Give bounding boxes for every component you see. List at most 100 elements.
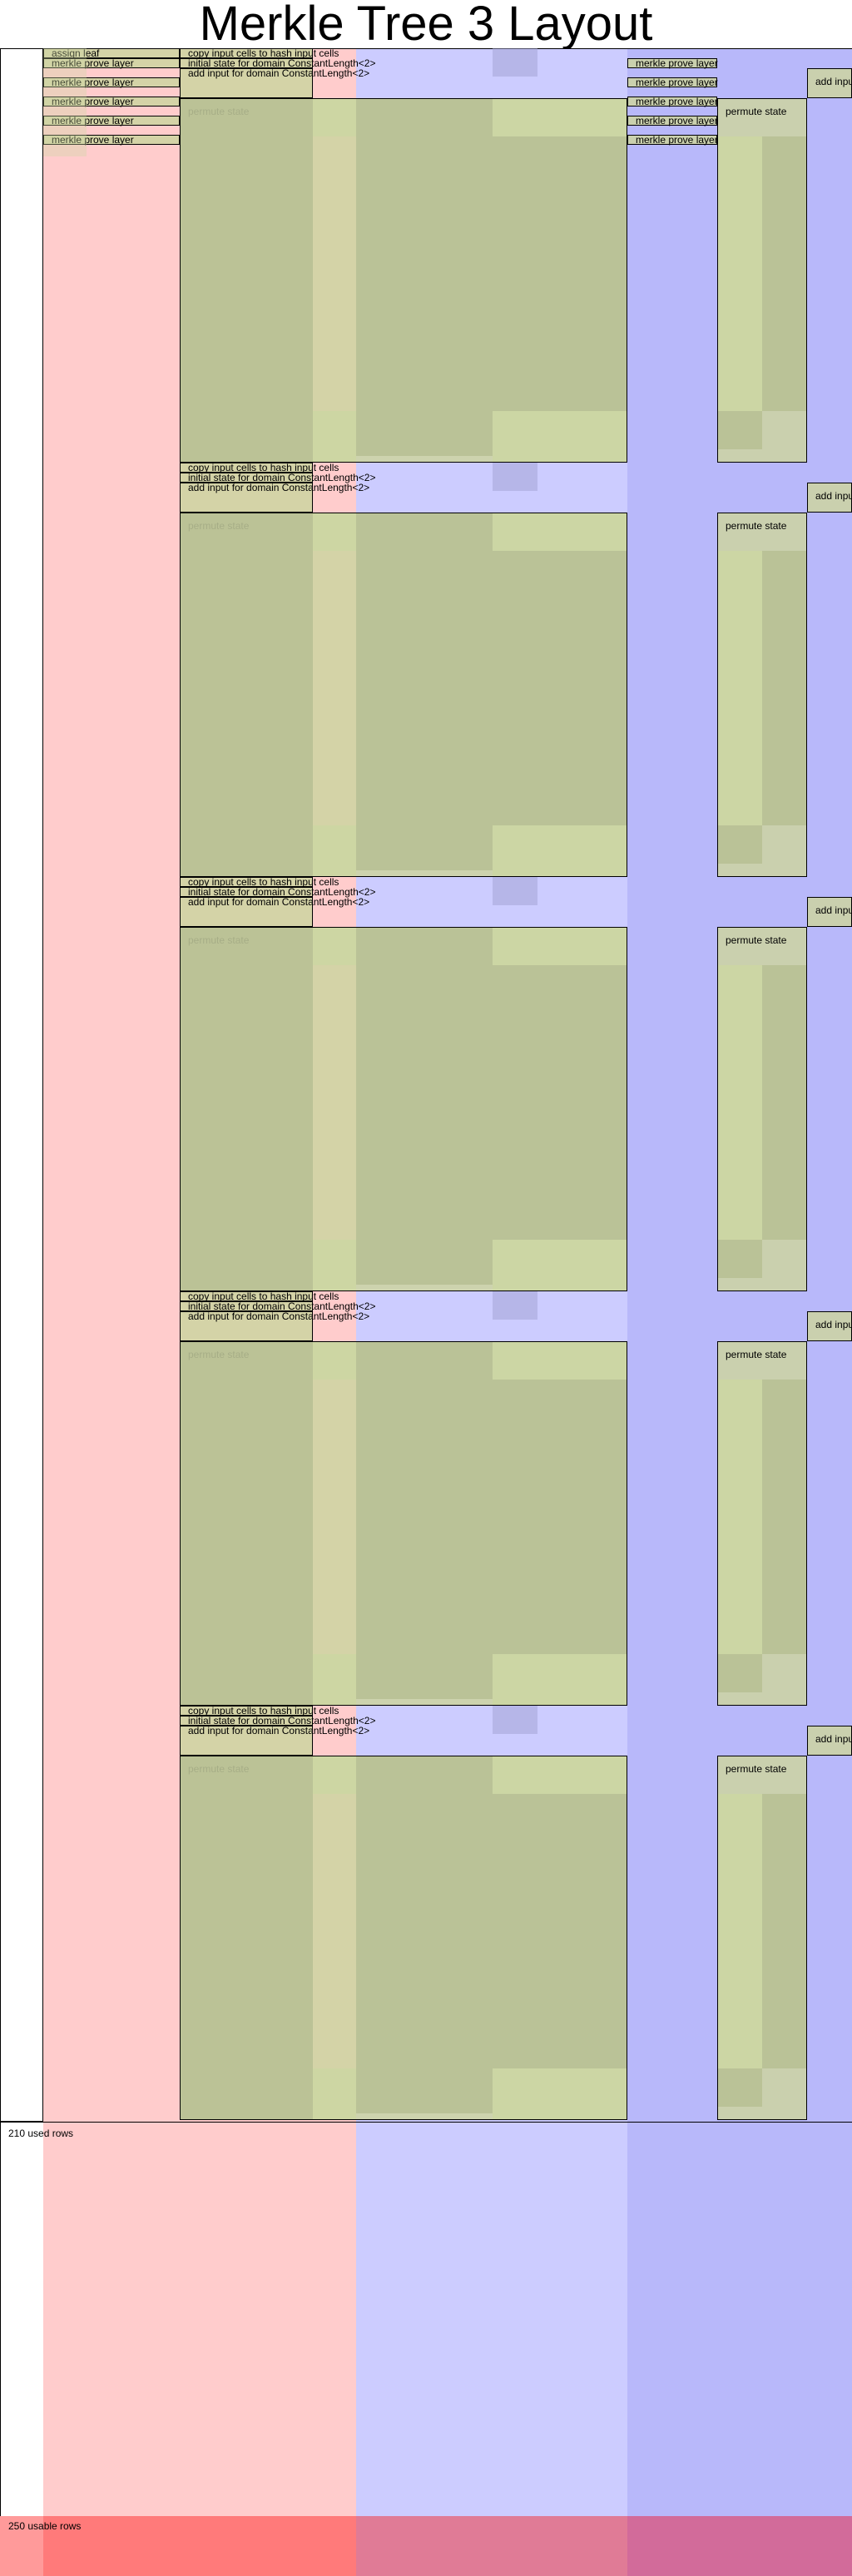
- diagram-title: Merkle Tree 3 Layout: [199, 0, 653, 51]
- copy-input-region: [180, 1291, 313, 1301]
- merkle-prove-layer-right: [627, 77, 717, 87]
- header-shade: [493, 1706, 537, 1734]
- unusable-column-c: [627, 2516, 852, 2576]
- permute-state-border: [180, 1341, 627, 1706]
- permute-inner-col: [493, 513, 627, 551]
- permute-right-inner: [717, 825, 762, 864]
- add-input-region: [180, 897, 313, 927]
- permute-inner-col: [313, 1341, 356, 1380]
- permute-inner-col: [356, 1756, 493, 2113]
- copy-input-region: [180, 463, 313, 473]
- permute-state-border: [180, 513, 627, 877]
- permute-right-inner: [717, 136, 762, 411]
- permute-inner-col: [493, 411, 627, 463]
- permute-inner-col: [313, 1240, 356, 1291]
- permute-state-border: [180, 1756, 627, 2120]
- merkle-prove-layer-label: merkle prove layer: [636, 134, 718, 146]
- permute-inner-col: [313, 513, 356, 551]
- add-input-right-label: add input: [815, 490, 852, 502]
- add-input-right-region: [807, 1726, 852, 1756]
- header-shade: [493, 1291, 537, 1320]
- merkle-prove-layer-left: [43, 77, 180, 87]
- block-divider: [180, 1290, 627, 1291]
- permute-state-right-label: permute state: [726, 520, 787, 532]
- add-input-right-label: add input: [815, 1319, 852, 1330]
- permute-state-right-border: [717, 513, 807, 877]
- permute-inner-col: [356, 513, 493, 870]
- permute-inner-col: [493, 1240, 627, 1291]
- merkle-prove-layer-label: merkle prove layer: [52, 77, 134, 88]
- permute-state-right-label: permute state: [726, 1349, 787, 1360]
- permute-right-inner: [717, 551, 762, 825]
- header-shade: [493, 463, 537, 491]
- initial-state-label: initial state for domain ConstantLength<…: [188, 1300, 376, 1312]
- left-gutter: [0, 48, 43, 2122]
- merkle-prove-layer-right: [627, 135, 717, 145]
- copy-input-label: copy input cells to hash input cells: [188, 1290, 339, 1302]
- copy-input-label: copy input cells to hash input cells: [188, 1705, 339, 1717]
- add-input-right-label: add input: [815, 904, 852, 916]
- permute-inner-col: [313, 927, 356, 965]
- copy-input-label: copy input cells to hash input cells: [188, 48, 339, 59]
- initial-state-region: [180, 887, 313, 897]
- add-input-label: add input for domain ConstantLength<2>: [188, 1725, 370, 1736]
- permute-inner-col: [313, 1654, 356, 1706]
- initial-state-label: initial state for domain ConstantLength<…: [188, 1715, 376, 1726]
- permute-inner-col: [493, 825, 627, 877]
- usable-rows-label: 250 usable rows: [8, 2520, 82, 2532]
- used-rows-line: [0, 2122, 852, 2123]
- merkle-prove-layer-left: [43, 97, 180, 107]
- permute-inner-col: [356, 1341, 493, 1699]
- permute-inner-col: [493, 551, 627, 825]
- permute-inner-col: [313, 1756, 356, 1794]
- initial-state-region: [180, 1716, 313, 1726]
- permute-right-inner: [717, 1240, 762, 1278]
- add-input-right-label: add input: [815, 1733, 852, 1745]
- permute-right-inner: [762, 136, 807, 411]
- merkle-prove-layer-right: [627, 97, 717, 107]
- initial-state-label: initial state for domain ConstantLength<…: [188, 886, 376, 898]
- copy-input-label: copy input cells to hash input cells: [188, 876, 339, 888]
- initial-state-label: initial state for domain ConstantLength<…: [188, 57, 376, 69]
- permute-inner-col: [493, 2068, 627, 2120]
- merkle-prove-layer-label: merkle prove layer: [52, 57, 134, 69]
- permute-right-inner: [717, 411, 762, 449]
- permute-state-right-label: permute state: [726, 106, 787, 117]
- initial-state-region: [180, 1301, 313, 1311]
- merkle-prove-layer-left: [43, 58, 180, 68]
- initial-state-region: [180, 473, 313, 483]
- add-input-right-label: add input: [815, 76, 852, 87]
- header-shade: [493, 877, 537, 905]
- copy-input-region: [180, 877, 313, 887]
- permute-state-right-label: permute state: [726, 1763, 787, 1775]
- permute-inner-col: [493, 98, 627, 136]
- merkle-prove-layer-right: [627, 58, 717, 68]
- permute-right-inner: [762, 965, 807, 1240]
- initial-state-region: [180, 58, 313, 68]
- add-input-right-region: [807, 897, 852, 927]
- add-input-label: add input for domain ConstantLength<2>: [188, 67, 370, 79]
- copy-input-region: [180, 1706, 313, 1716]
- unusable-gutter: [0, 2516, 43, 2576]
- header-shade: [493, 48, 537, 77]
- merkle-prove-layer-left: [43, 116, 180, 126]
- permute-state-right-border: [717, 98, 807, 463]
- assign-leaf-region: [43, 48, 180, 58]
- merkle-prove-layer-label: merkle prove layer: [636, 115, 718, 126]
- add-input-region: [180, 68, 313, 98]
- permute-state-right-border: [717, 927, 807, 1291]
- add-input-region: [180, 1311, 313, 1341]
- permute-inner-col: [493, 1756, 627, 1794]
- permute-right-inner: [717, 1654, 762, 1692]
- permute-state-right-border: [717, 1341, 807, 1706]
- permute-inner-col: [493, 136, 627, 411]
- add-input-label: add input for domain ConstantLength<2>: [188, 896, 370, 908]
- column-advice-b: [356, 48, 627, 2576]
- permute-inner-col: [493, 1794, 627, 2068]
- unusable-column-a: [43, 2516, 356, 2576]
- permute-inner-col: [313, 98, 356, 136]
- merkle-prove-layer-label: merkle prove layer: [636, 57, 718, 69]
- used-rows-label: 210 used rows: [8, 2128, 74, 2139]
